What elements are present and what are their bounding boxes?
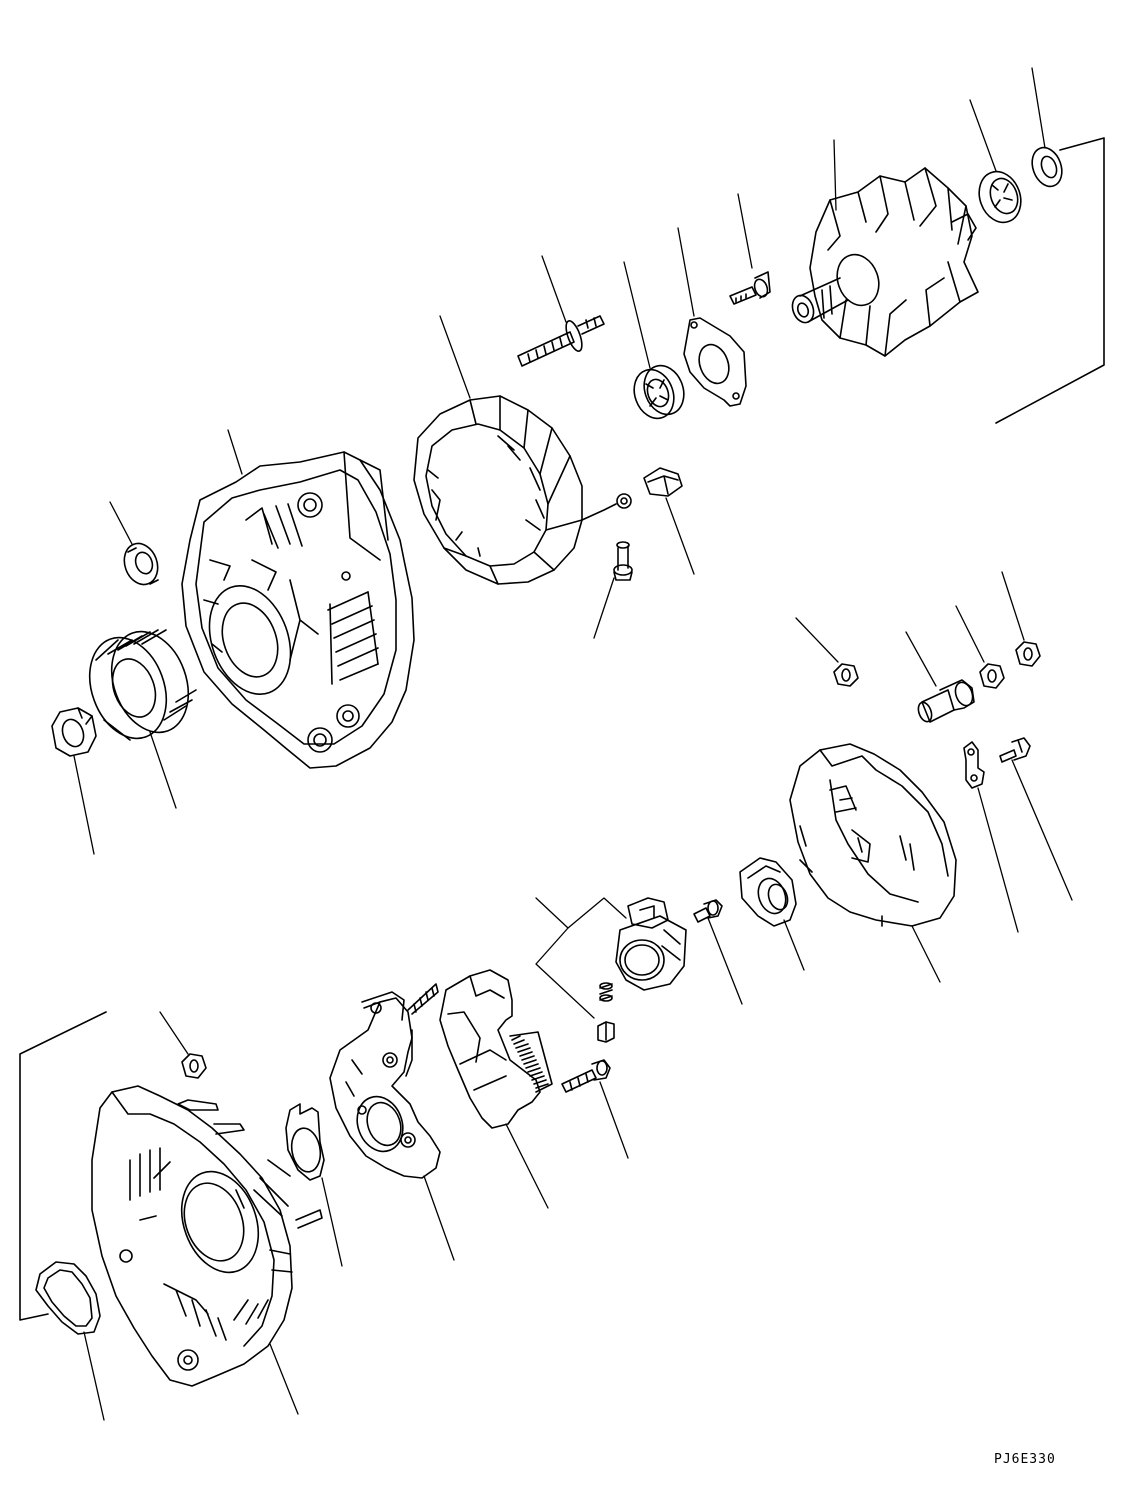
bracket-line-lower xyxy=(19,1011,107,1321)
regulator-leader-group xyxy=(535,897,627,1019)
rotor-part xyxy=(791,139,979,357)
rear-cover-part xyxy=(789,743,957,983)
brush-holder-part xyxy=(439,969,553,1209)
rectifier-insulator-part xyxy=(285,1103,343,1267)
collar-part xyxy=(109,501,159,586)
rear-seal-part xyxy=(739,857,805,971)
front-bearing-part xyxy=(623,261,685,420)
terminal-nut-b-part xyxy=(1001,571,1041,667)
drawing-code: PJ6E330 xyxy=(994,1452,1056,1467)
rear-gasket-part xyxy=(35,1261,105,1421)
terminal-bracket-part xyxy=(963,741,1019,933)
brush-spring-part xyxy=(599,982,613,1002)
stud-bolt-part xyxy=(517,255,605,367)
rear-end-frame-part xyxy=(91,1085,323,1415)
small-bolt-part xyxy=(729,193,771,305)
terminal-insulator-part xyxy=(905,631,975,723)
drive-end-frame-part xyxy=(181,429,415,769)
rear-frame-nut-part xyxy=(159,1011,207,1079)
bearing-ring-part xyxy=(1031,67,1063,188)
screw-part xyxy=(593,541,633,639)
pulley-nut-part xyxy=(51,707,97,855)
brush-part xyxy=(597,1021,615,1043)
rectifier-part xyxy=(329,983,455,1261)
rear-bearing-part xyxy=(969,99,1022,224)
cover-bolt-part xyxy=(999,737,1073,901)
bearing-retainer-plate-part xyxy=(677,227,747,407)
clip-part xyxy=(643,467,695,575)
bracket-line-upper xyxy=(995,137,1105,424)
terminal-nut-a-part xyxy=(795,617,859,687)
stator-part xyxy=(413,315,632,585)
brush-holder-screw-part xyxy=(693,899,743,1005)
pulley-part xyxy=(88,629,197,809)
terminal-washer-part xyxy=(955,605,1005,689)
rectifier-screw-part xyxy=(561,1059,629,1159)
ic-regulator-part xyxy=(615,897,687,991)
